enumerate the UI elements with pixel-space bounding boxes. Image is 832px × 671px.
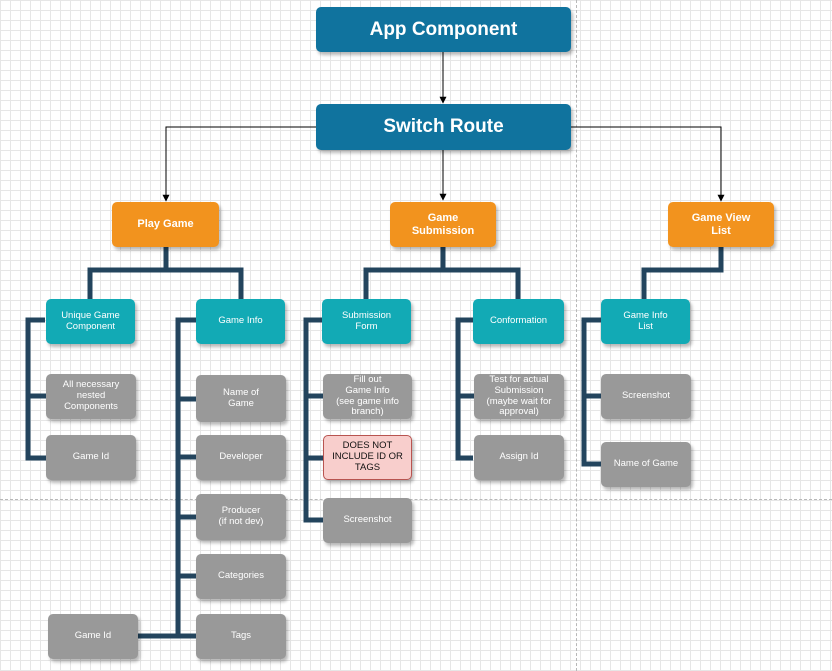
connector-infolist-children	[581, 317, 601, 467]
arrow-switch-to-play	[162, 126, 316, 202]
node-label: Screenshot	[343, 514, 392, 526]
node-developer: Developer	[196, 435, 286, 480]
connector-play-children	[87, 267, 244, 299]
page-break-horizontal	[0, 499, 832, 500]
node-game-view-list: Game View List	[668, 202, 774, 247]
node-label: Unique Game Component	[61, 309, 120, 332]
node-label: Developer	[219, 451, 263, 463]
node-label: DOES NOT INCLUDE ID OR TAGS	[332, 440, 403, 473]
node-does-not-include-id: DOES NOT INCLUDE ID OR TAGS	[323, 435, 412, 480]
node-label: Game Id	[74, 630, 112, 642]
node-unique-game-component: Unique Game Component	[46, 299, 135, 344]
node-label: Game View List	[691, 211, 751, 237]
connector-confirm-children	[455, 317, 473, 461]
node-label: Switch Route	[383, 116, 504, 138]
node-assign-id: Assign Id	[474, 435, 564, 480]
node-game-id: Game Id	[46, 435, 136, 480]
node-game-info-list: Game Info List	[601, 299, 690, 344]
node-name-of-game: Name of Game	[196, 375, 286, 422]
node-label: Fill out Game Info (see game info branch…	[336, 373, 399, 418]
node-label: Conformation	[489, 315, 548, 327]
node-fill-out-game-info: Fill out Game Info (see game info branch…	[323, 374, 412, 419]
node-play-game: Play Game	[112, 202, 219, 247]
page-break-vertical	[576, 0, 577, 671]
node-label: All necessary nested Components	[62, 379, 120, 412]
node-tags: Tags	[196, 614, 286, 659]
arrow-connectors	[162, 52, 725, 202]
node-switch-route: Switch Route	[316, 104, 571, 150]
node-app-component: App Component	[316, 7, 571, 52]
connector-unique-children	[25, 317, 46, 461]
node-label: Tags	[230, 630, 252, 642]
node-label: App Component	[369, 18, 518, 40]
node-label: Assign Id	[499, 451, 539, 463]
node-label: Game Id	[72, 451, 110, 463]
arrow-switch-to-viewlist	[571, 126, 725, 202]
node-label: Game Submission	[411, 211, 475, 237]
node-screenshot-submission: Screenshot	[323, 498, 412, 543]
connector-viewlist-child	[641, 247, 724, 299]
node-label: Submission Form	[341, 309, 392, 332]
node-producer: Producer (if not dev)	[196, 494, 286, 540]
node-test-submission: Test for actual Submission (maybe wait f…	[474, 374, 564, 419]
node-game-info: Game Info	[196, 299, 285, 344]
node-label: Test for actual Submission (maybe wait f…	[486, 373, 552, 418]
node-game-submission: Game Submission	[390, 202, 496, 247]
connector-gameinfo-children	[175, 317, 196, 639]
tree-connectors	[25, 247, 724, 639]
node-label: Name of Game	[223, 386, 259, 409]
node-label: Game Info List	[623, 309, 668, 332]
node-conformation: Conformation	[473, 299, 564, 344]
connector-form-children	[303, 317, 323, 523]
node-all-nested-components: All necessary nested Components	[46, 374, 136, 419]
node-label: Game Info	[218, 315, 263, 327]
node-name-of-game-list: Name of Game	[601, 442, 691, 487]
connector-submission-children	[363, 267, 521, 299]
node-label: Producer (if not dev)	[218, 505, 264, 527]
node-label: Screenshot	[621, 390, 671, 402]
node-submission-form: Submission Form	[322, 299, 411, 344]
node-categories: Categories	[196, 554, 286, 599]
node-label: Name of Game	[613, 458, 679, 470]
node-screenshot-list: Screenshot	[601, 374, 691, 419]
node-game-id-side: Game Id	[48, 614, 138, 659]
node-label: Categories	[218, 570, 264, 582]
node-label: Play Game	[137, 218, 194, 231]
